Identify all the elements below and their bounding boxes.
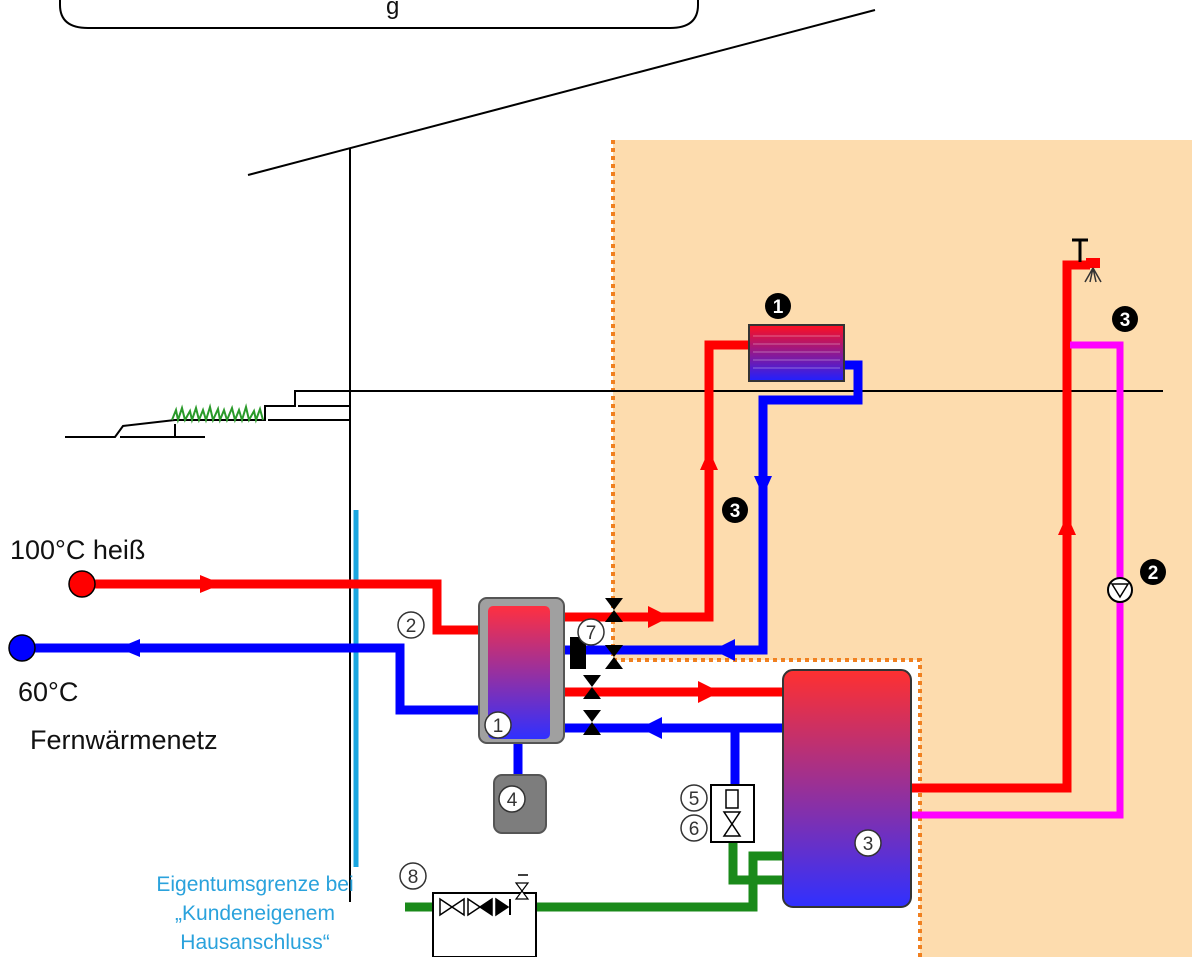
svg-text:2: 2 (406, 616, 417, 637)
marker-radiator: 1 (765, 293, 791, 319)
marker-hot-water: 3 (1112, 306, 1138, 332)
svg-text:3: 3 (863, 834, 874, 855)
svg-text:8: 8 (408, 867, 419, 888)
svg-text:7: 7 (586, 623, 597, 644)
marker-storage-tank: 3 (854, 829, 882, 857)
header-box: g (59, 0, 699, 29)
heat-exchanger (478, 597, 565, 744)
supply-temp-label: 100°C heiß (10, 535, 145, 565)
boundary-label-line2: „Kundeneigenem (175, 902, 335, 925)
svg-text:5: 5 (689, 789, 700, 810)
return-temp-label: 60°C (18, 677, 78, 707)
marker-heat-exchanger: 1 (484, 711, 512, 739)
radiator (748, 324, 845, 382)
storage-tank (782, 669, 912, 908)
network-label: Fernwärmenetz (30, 725, 218, 755)
marker-pump: 2 (1140, 559, 1166, 585)
marker-cold-water-inlet: 8 (399, 862, 427, 890)
building-outline (65, 9, 1163, 902)
svg-text:2: 2 (1148, 563, 1159, 584)
marker-meter-6: 6 (680, 814, 708, 842)
boundary-label-line1: Eigentumsgrenze bei (156, 873, 353, 896)
return-endpoint (8, 634, 36, 662)
svg-text:3: 3 (1120, 310, 1131, 331)
meter-assembly (710, 784, 755, 843)
tap (1072, 238, 1102, 283)
svg-text:1: 1 (493, 716, 504, 737)
grass (171, 403, 264, 424)
marker-valve-group: 7 (577, 618, 605, 646)
svg-text:1: 1 (773, 297, 784, 318)
cold-water-assembly (432, 874, 537, 957)
supply-endpoint (68, 570, 96, 598)
header-text: g (386, 0, 399, 20)
svg-text:4: 4 (507, 790, 518, 811)
marker-expansion-vessel: 4 (498, 785, 526, 813)
valve-group (570, 598, 623, 735)
marker-supply-inlet: 2 (397, 611, 425, 639)
marker-heating-riser: 3 (722, 497, 748, 523)
svg-text:3: 3 (730, 501, 741, 522)
pump (1107, 577, 1133, 603)
flow-arrows (118, 450, 1076, 739)
svg-text:6: 6 (689, 819, 700, 840)
boundary-label-line3: Hausanschluss“ (180, 931, 329, 954)
marker-meter-5: 5 (680, 784, 708, 812)
